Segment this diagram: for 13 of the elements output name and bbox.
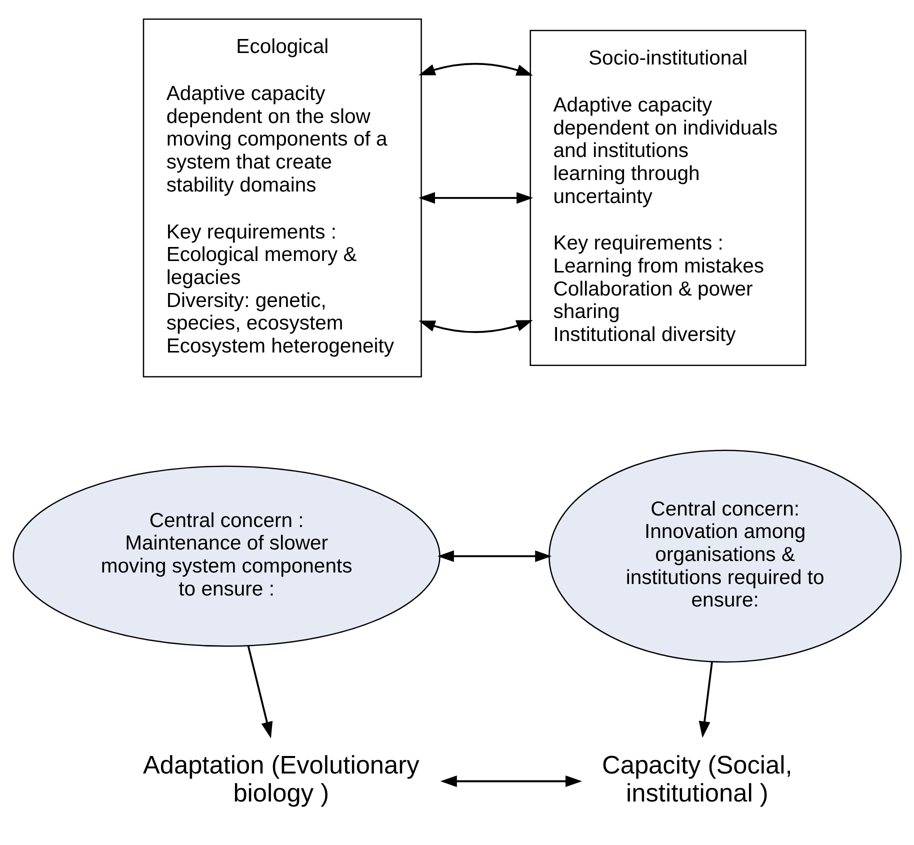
arrow [247, 645, 273, 738]
node-box: Socio-institutional Adaptive capacity dependent on individuals and institutions learning through uncertainty Key requirements : Learning from mistakes Collaboration & power sharing Institutional diversity [530, 29, 806, 366]
arrow [440, 774, 582, 787]
node-ellipse: Central concern: Innovation among organisations & institutions required to ensure: [548, 449, 902, 662]
arrow [418, 62, 533, 76]
node-ellipse: Central concern : Maintenance of slower moving system components to ensure : [12, 465, 440, 646]
arrow [698, 661, 713, 738]
arrow [418, 320, 533, 333]
arrow [418, 192, 534, 204]
arrow [437, 550, 552, 562]
node-box: Ecological Adaptive capacity dependent on the slow moving components of a system that create stability domains Key requirements : Ecological memory & legacies Diversity: genetic, species, ecosystem Ecosystem heterogeneity [142, 18, 422, 377]
node-text: Adaptation (Evolutionary biology ) [142, 751, 420, 808]
node-text: Capacity (Social, institutional ) [602, 751, 792, 808]
